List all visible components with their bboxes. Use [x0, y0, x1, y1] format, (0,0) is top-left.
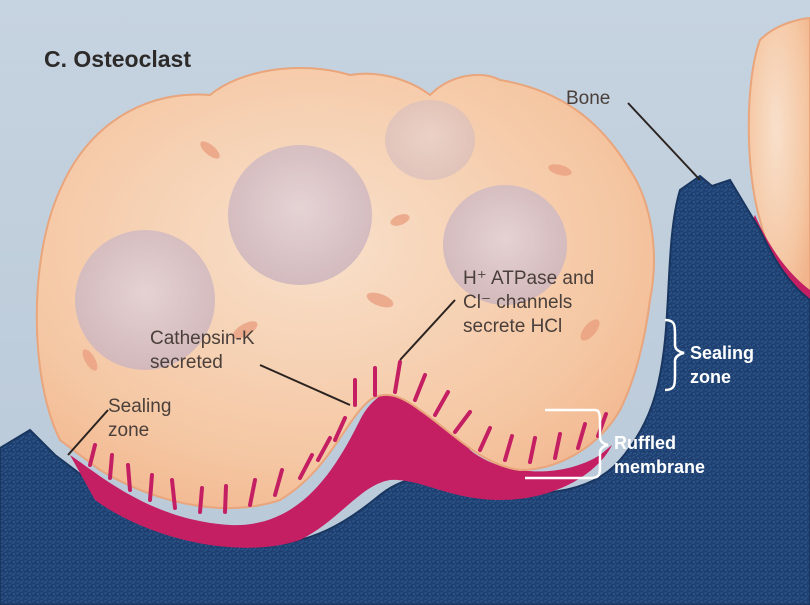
- ruffled-membrane-line1: Ruffled: [614, 432, 676, 454]
- nucleus: [228, 145, 372, 285]
- atpase-label-line2: Cl⁻ channels: [463, 292, 572, 314]
- atpase-label-line3: secrete HCl: [463, 316, 562, 338]
- sealing-zone-right-line1: Sealing: [690, 342, 754, 364]
- bone-label: Bone: [566, 88, 610, 110]
- sealing-zone-right-line2: zone: [690, 366, 731, 388]
- nucleus: [385, 100, 475, 180]
- atpase-label-line1: H⁺ ATPase and: [463, 268, 594, 290]
- ruffled-membrane-line2: membrane: [614, 456, 705, 478]
- sealing-zone-left-line2: zone: [108, 420, 149, 442]
- panel-title: C. Osteoclast: [44, 46, 191, 73]
- sealing-zone-left-line1: Sealing: [108, 396, 171, 418]
- cathepsin-label-line2: secreted: [150, 352, 223, 374]
- cathepsin-label-line1: Cathepsin-K: [150, 328, 255, 350]
